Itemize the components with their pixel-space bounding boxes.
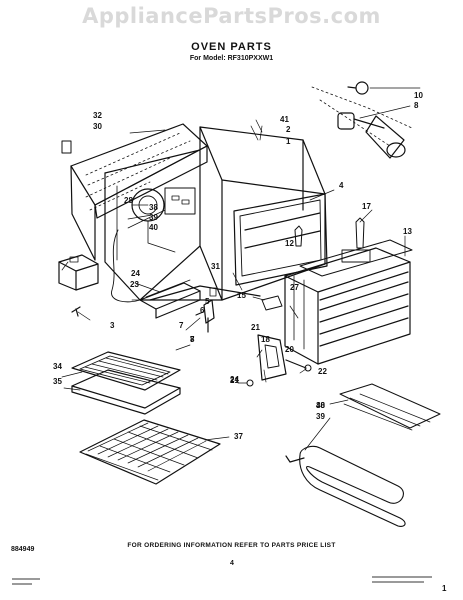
callout-4: 4 <box>339 181 344 190</box>
callout-7: 7 <box>179 321 184 330</box>
callout-22: 23 <box>130 280 139 289</box>
oven-cavity <box>284 217 413 365</box>
callout-18: 20 <box>285 345 294 354</box>
callout-16: 17 <box>362 202 371 211</box>
callout-5: 5 <box>205 297 210 306</box>
callout-38: 40 <box>316 401 325 410</box>
fineprint-right <box>372 576 432 578</box>
page-number: 4 <box>230 560 234 567</box>
callout-31: 34 <box>53 362 62 371</box>
callout-3: 3 <box>110 321 115 330</box>
broil-burner <box>139 279 201 319</box>
callout-40: 41 <box>280 115 289 124</box>
callout-8: 8 <box>190 335 195 344</box>
page-title: OVEN PARTS <box>191 41 272 53</box>
callout-37: 40 <box>149 223 158 232</box>
oven-light-assembly <box>311 81 413 159</box>
callout-12: 12 <box>285 239 294 248</box>
callout-10: 8 <box>414 101 419 110</box>
callout-20: 22 <box>318 367 327 376</box>
callout-13: 13 <box>403 227 412 236</box>
callout-24: 28 <box>124 196 133 205</box>
callout-15: 15 <box>237 291 246 300</box>
callout-6: 6 <box>200 306 205 315</box>
watermark: AppliancePartsPros.com <box>82 4 381 28</box>
callout-29: 31 <box>211 262 220 271</box>
callout-1: 1 <box>286 137 291 146</box>
screw <box>71 306 81 317</box>
bake-element <box>285 383 441 527</box>
callout-35: 38 <box>149 203 158 212</box>
screw-21 <box>246 379 254 387</box>
callout-39: 39 <box>316 412 325 421</box>
callout-21-label: 21 <box>230 376 239 385</box>
bracket-parts <box>195 287 217 333</box>
callout-32: 35 <box>53 377 62 386</box>
callout-17: 18 <box>261 335 270 344</box>
callout-19: 21 <box>251 323 260 332</box>
callout-2: 2 <box>286 125 291 134</box>
ordering-note: FOR ORDERING INFORMATION REFER TO PARTS … <box>127 542 336 549</box>
document-number: 884949 <box>11 546 35 553</box>
callout-38: 38 <box>316 401 325 410</box>
callout-8: 7 <box>190 335 195 344</box>
igniter <box>294 225 303 247</box>
leader-lines <box>61 87 421 451</box>
broiler-pan <box>71 351 181 415</box>
callout-23: 24 <box>131 269 140 278</box>
back-panel <box>61 123 208 261</box>
callout-28: 30 <box>93 122 102 131</box>
callout-30: 32 <box>93 111 102 120</box>
corner-mark: 1 <box>442 584 447 593</box>
fineprint-left <box>12 578 40 580</box>
fineprint-left-2 <box>12 583 32 585</box>
oven-rack <box>79 419 221 485</box>
callout-11: 10 <box>414 91 423 100</box>
valve-block <box>58 254 99 291</box>
door-latch <box>257 295 312 381</box>
callout-21: 24 <box>230 375 239 384</box>
callout-27: 27 <box>290 283 299 292</box>
callout-36: 39 <box>149 213 158 222</box>
fineprint-right-2 <box>372 581 424 583</box>
model-line: For Model: RF310PXXW1 <box>189 55 274 62</box>
callout-34: 37 <box>234 432 243 441</box>
